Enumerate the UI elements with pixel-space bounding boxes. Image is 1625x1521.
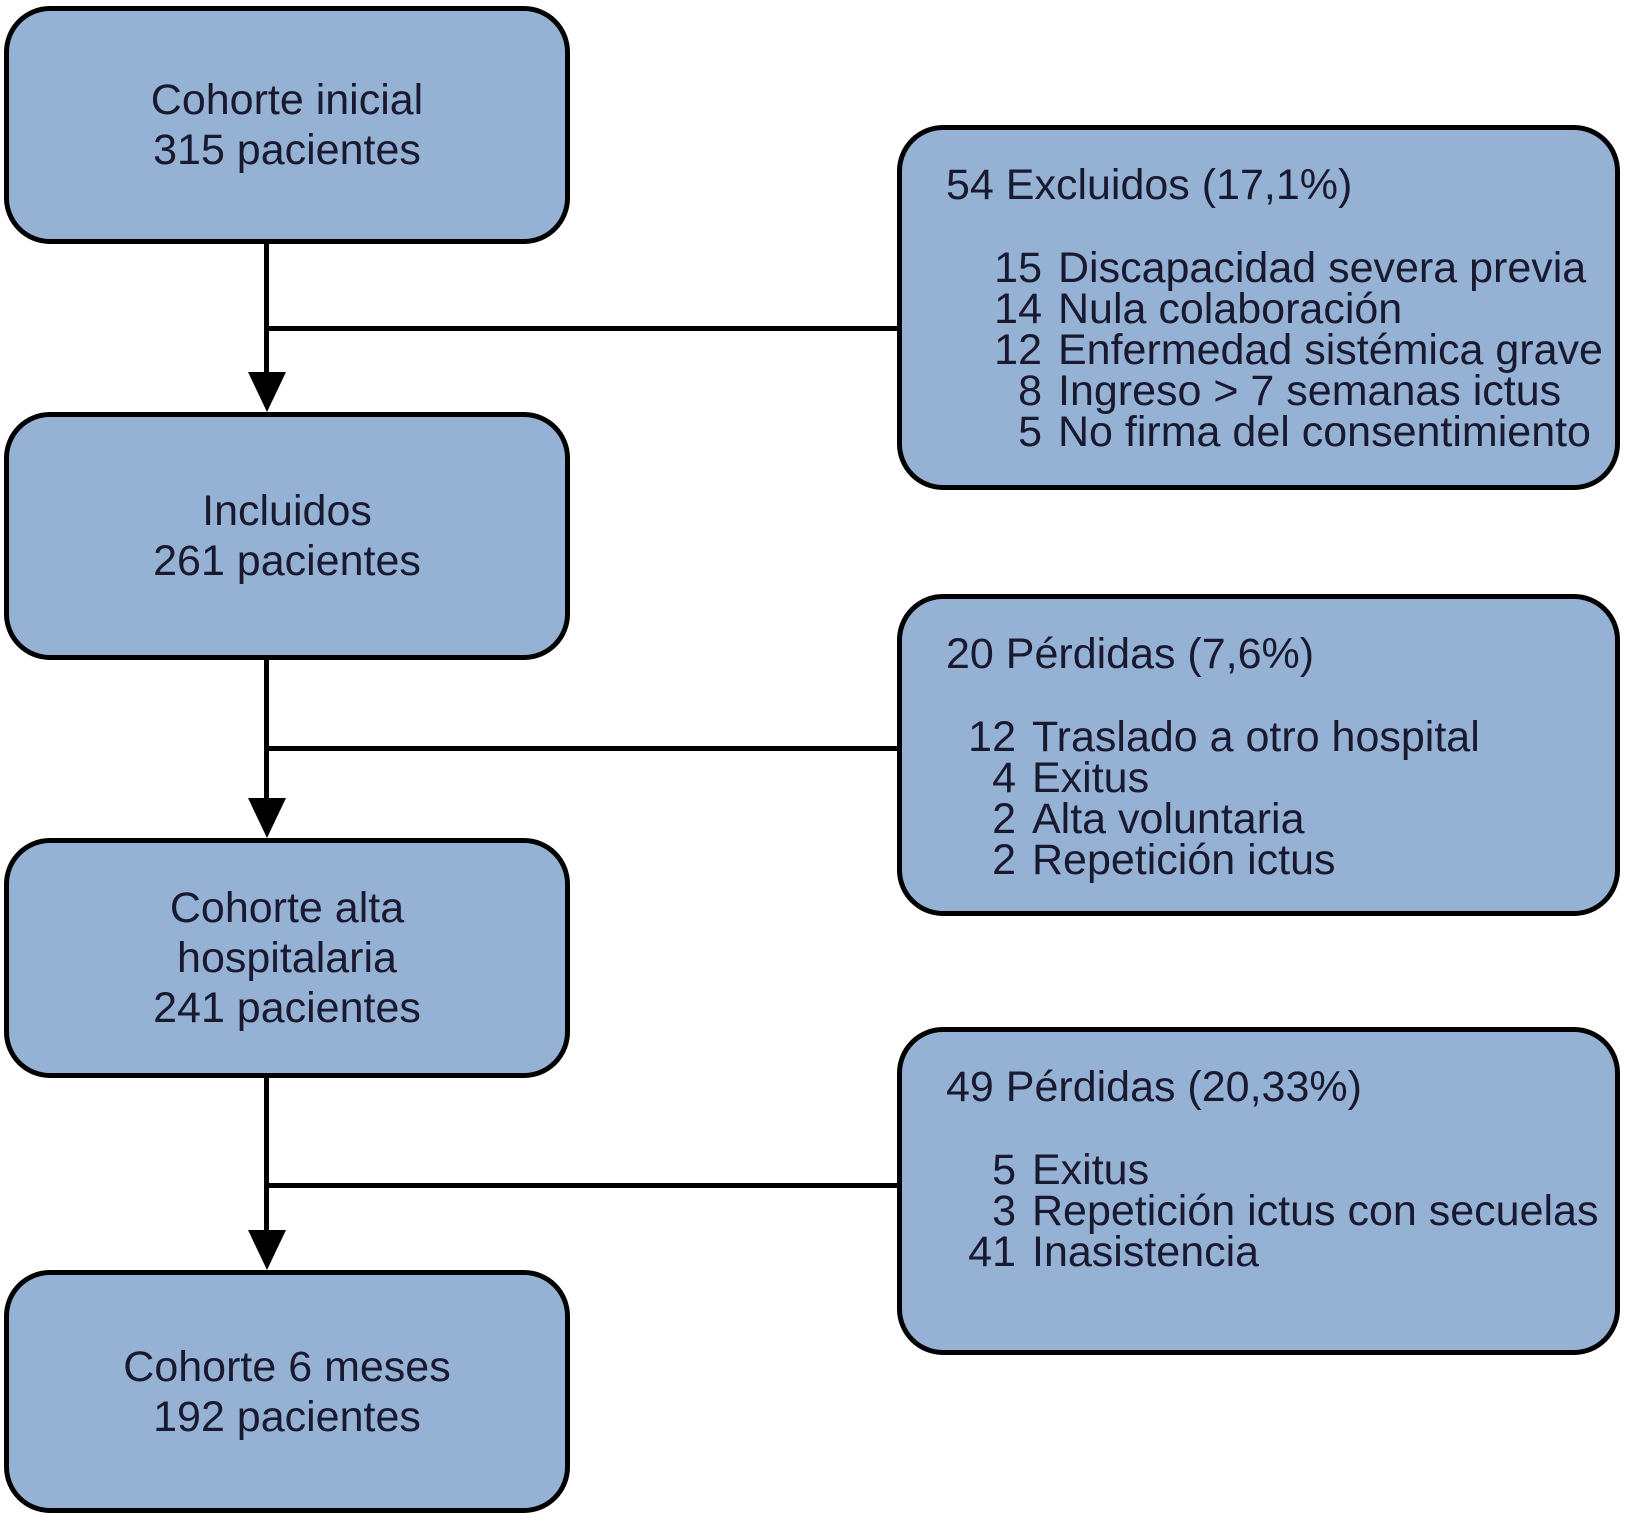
item-label: Exitus xyxy=(1032,754,1150,802)
connector-line-branch-3 xyxy=(266,1183,899,1188)
list-item: 8 Ingreso > 7 semanas ictus xyxy=(946,367,1597,415)
item-count: 4 xyxy=(992,754,1016,802)
item-count: 5 xyxy=(1018,408,1042,456)
side-box-title: 49 Pérdidas (20,33%) xyxy=(946,1063,1362,1111)
item-label: Repetición ictus xyxy=(1032,836,1336,884)
item-label: Nula colaboración xyxy=(1058,285,1403,333)
list-item: 12 Enfermedad sistémica grave xyxy=(946,326,1603,374)
item-label: Ingreso > 7 semanas ictus xyxy=(1058,367,1562,415)
list-item: 14 Nula colaboración xyxy=(946,285,1597,333)
list-item: 2 Alta voluntaria xyxy=(946,795,1597,843)
item-label: Inasistencia xyxy=(1032,1228,1260,1276)
side-box-title: 20 Pérdidas (7,6%) xyxy=(946,630,1315,678)
side-box-losses-6-months: 49 Pérdidas (20,33%) 5 Exitus 3 Repetici… xyxy=(897,1027,1620,1355)
item-label: No firma del consentimiento xyxy=(1058,408,1591,456)
cohort-box-initial: Cohorte inicial 315 pacientes xyxy=(4,6,570,244)
cohort-box-discharge: Cohorte alta hospitalaria 241 pacientes xyxy=(4,838,570,1078)
side-box-item-list: 12 Traslado a otro hospital 4 Exitus 2 A… xyxy=(946,713,1597,884)
side-box-losses-discharge: 20 Pérdidas (7,6%) 12 Traslado a otro ho… xyxy=(897,594,1620,916)
cohort-box-line: 192 pacientes xyxy=(153,1392,421,1441)
arrowhead-down-icon xyxy=(248,1230,286,1270)
list-item: 2 Repetición ictus xyxy=(946,836,1597,884)
cohort-box-line: 315 pacientes xyxy=(153,126,421,174)
connector-line-vertical-1 xyxy=(264,242,269,376)
item-label: Repetición ictus con secuelas xyxy=(1032,1187,1599,1235)
list-item: 3 Repetición ictus con secuelas xyxy=(946,1187,1599,1235)
item-count: 8 xyxy=(1018,367,1042,415)
side-box-title: 54 Excluidos (17,1%) xyxy=(946,161,1353,209)
connector-line-vertical-2 xyxy=(264,658,269,802)
cohort-box-line: Cohorte inicial xyxy=(150,76,424,124)
list-item: 15 Discapacidad severa previa xyxy=(946,244,1597,292)
connector-line-branch-1 xyxy=(266,326,899,331)
item-count: 12 xyxy=(968,713,1016,761)
item-count: 14 xyxy=(994,285,1042,333)
side-box-excluded: 54 Excluidos (17,1%) 15 Discapacidad sev… xyxy=(897,125,1620,490)
cohort-box-included: Incluidos 261 pacientes xyxy=(4,412,570,660)
cohort-box-line: 241 pacientes xyxy=(153,984,421,1032)
arrowhead-down-icon xyxy=(248,372,286,412)
arrowhead-down-icon xyxy=(248,798,286,838)
cohort-box-line: 261 pacientes xyxy=(153,537,421,585)
item-count: 3 xyxy=(992,1187,1016,1235)
cohort-box-line: Cohorte alta xyxy=(169,884,405,932)
cohort-box-line: Cohorte 6 meses xyxy=(123,1342,451,1391)
item-count: 15 xyxy=(994,244,1042,292)
list-item: 4 Exitus xyxy=(946,754,1597,802)
cohort-box-line: Incluidos xyxy=(202,487,372,535)
item-count: 2 xyxy=(992,836,1016,884)
list-item: 41 Inasistencia xyxy=(946,1228,1597,1276)
list-item: 5 No firma del consentimiento xyxy=(946,408,1597,456)
cohort-box-6-months: Cohorte 6 meses 192 pacientes xyxy=(4,1270,570,1513)
side-box-item-list: 15 Discapacidad severa previa 14 Nula co… xyxy=(946,244,1603,456)
item-count: 41 xyxy=(968,1228,1016,1276)
item-count: 2 xyxy=(992,795,1016,843)
item-label: Enfermedad sistémica grave xyxy=(1058,326,1603,374)
side-box-item-list: 5 Exitus 3 Repetición ictus con secuelas… xyxy=(946,1146,1599,1276)
connector-line-vertical-3 xyxy=(264,1076,269,1234)
list-item: 12 Traslado a otro hospital xyxy=(946,713,1597,761)
item-count: 12 xyxy=(994,326,1042,374)
list-item: 5 Exitus xyxy=(946,1146,1597,1194)
item-label: Discapacidad severa previa xyxy=(1058,244,1587,292)
connector-line-branch-2 xyxy=(266,746,899,751)
item-label: Alta voluntaria xyxy=(1032,795,1305,843)
item-label: Exitus xyxy=(1032,1146,1150,1194)
item-count: 5 xyxy=(992,1146,1016,1194)
item-label: Traslado a otro hospital xyxy=(1032,713,1480,761)
cohort-box-line: hospitalaria xyxy=(177,934,397,982)
